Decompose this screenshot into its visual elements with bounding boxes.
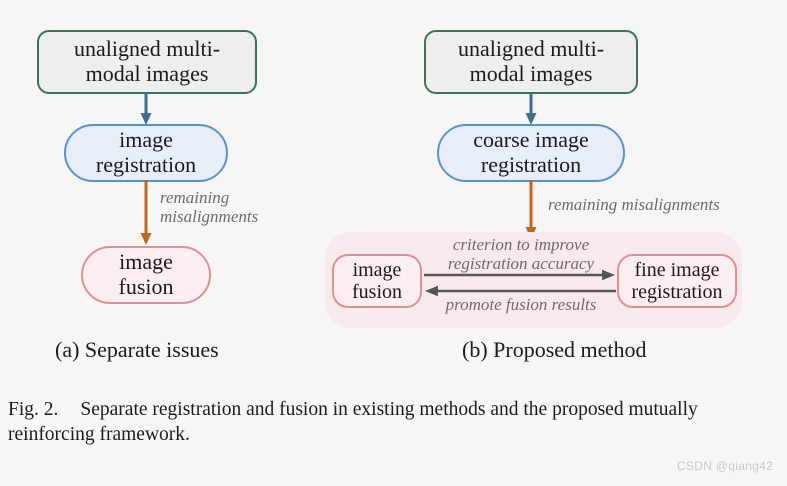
- panel-b-edge-label-promote: promote fusion results: [445, 295, 597, 314]
- panel-b-fusion-node: image fusion: [332, 254, 422, 308]
- figure-caption: Fig. 2.Separate registration and fusion …: [8, 398, 780, 448]
- panel-b-arrow-coarse-to-group: [525, 180, 537, 239]
- panel-a-registration-node: image registration: [64, 124, 228, 182]
- panel-b-coarse-registration-node: coarse image registration: [437, 124, 625, 182]
- panel-a-fusion-node: image fusion: [81, 246, 211, 304]
- watermark-label: CSDN @qiang42: [677, 459, 774, 473]
- panel-a-subcaption: (a) Separate issues: [55, 337, 219, 362]
- panel-b-arrow-input-to-coarse-registration: [525, 92, 537, 125]
- panel-b-edge-label-remaining-misalignments: remaining misalignments: [548, 195, 720, 214]
- panel-b-input-node: unaligned multi- modal images: [424, 30, 638, 94]
- panel-a-arrow-input-to-registration: [140, 92, 152, 125]
- panel-b-subcaption: (b) Proposed method: [462, 337, 647, 362]
- figure-caption-body: Separate registration and fusion in exis…: [8, 399, 698, 445]
- panel-a-arrow-registration-to-fusion: [140, 180, 152, 245]
- panel-b-arrow-fusion-to-fine-registration: [424, 269, 615, 281]
- panel-b-edge-label-criterion: criterion to improve registration accura…: [447, 235, 595, 273]
- panel-b-fine-registration-node: fine image registration: [617, 254, 737, 308]
- panel-a-input-node: unaligned multi- modal images: [37, 30, 257, 94]
- figure-caption-prefix: Fig. 2.: [8, 399, 59, 420]
- panel-a-edge-label-remaining-misalignments: remaining misalignments: [160, 188, 259, 226]
- panel-b-arrow-fine-registration-to-fusion: [425, 285, 616, 297]
